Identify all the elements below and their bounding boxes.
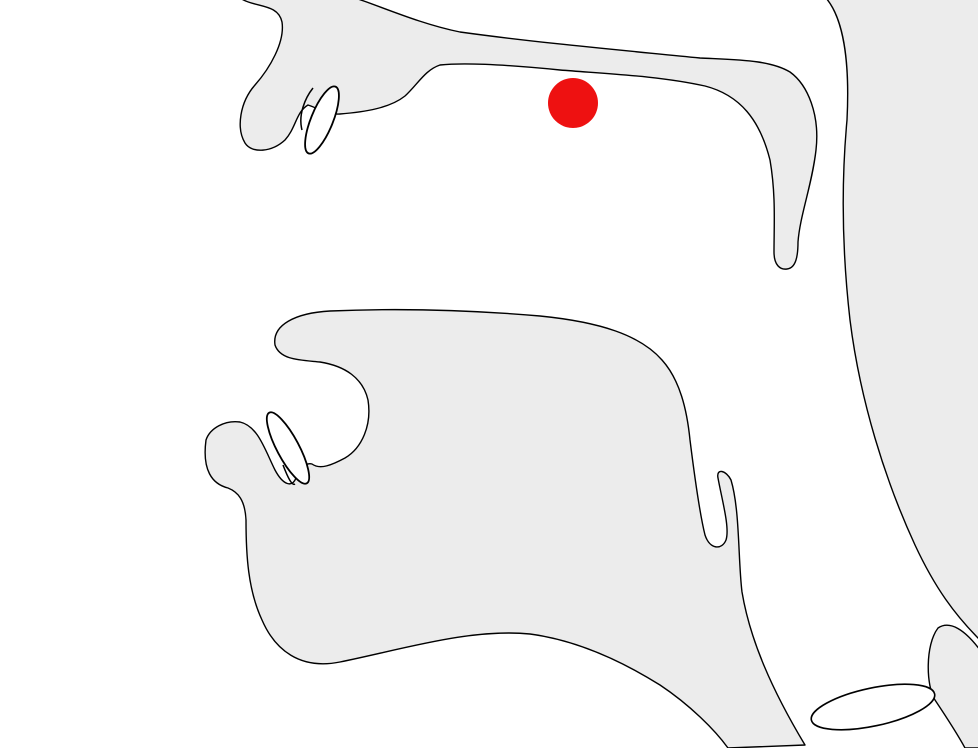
tongue-lower-jaw (204, 308, 806, 748)
lower-teeth-back (282, 464, 296, 486)
upper-teeth-back (300, 87, 314, 131)
marker-dot (548, 78, 598, 128)
upper-lip-palate-velum (239, 0, 818, 270)
pharyngeal-wall (826, 0, 978, 639)
larynx (927, 624, 978, 748)
vocal-fold (810, 683, 936, 731)
upper-teeth (304, 85, 340, 155)
lower-teeth (265, 411, 311, 485)
